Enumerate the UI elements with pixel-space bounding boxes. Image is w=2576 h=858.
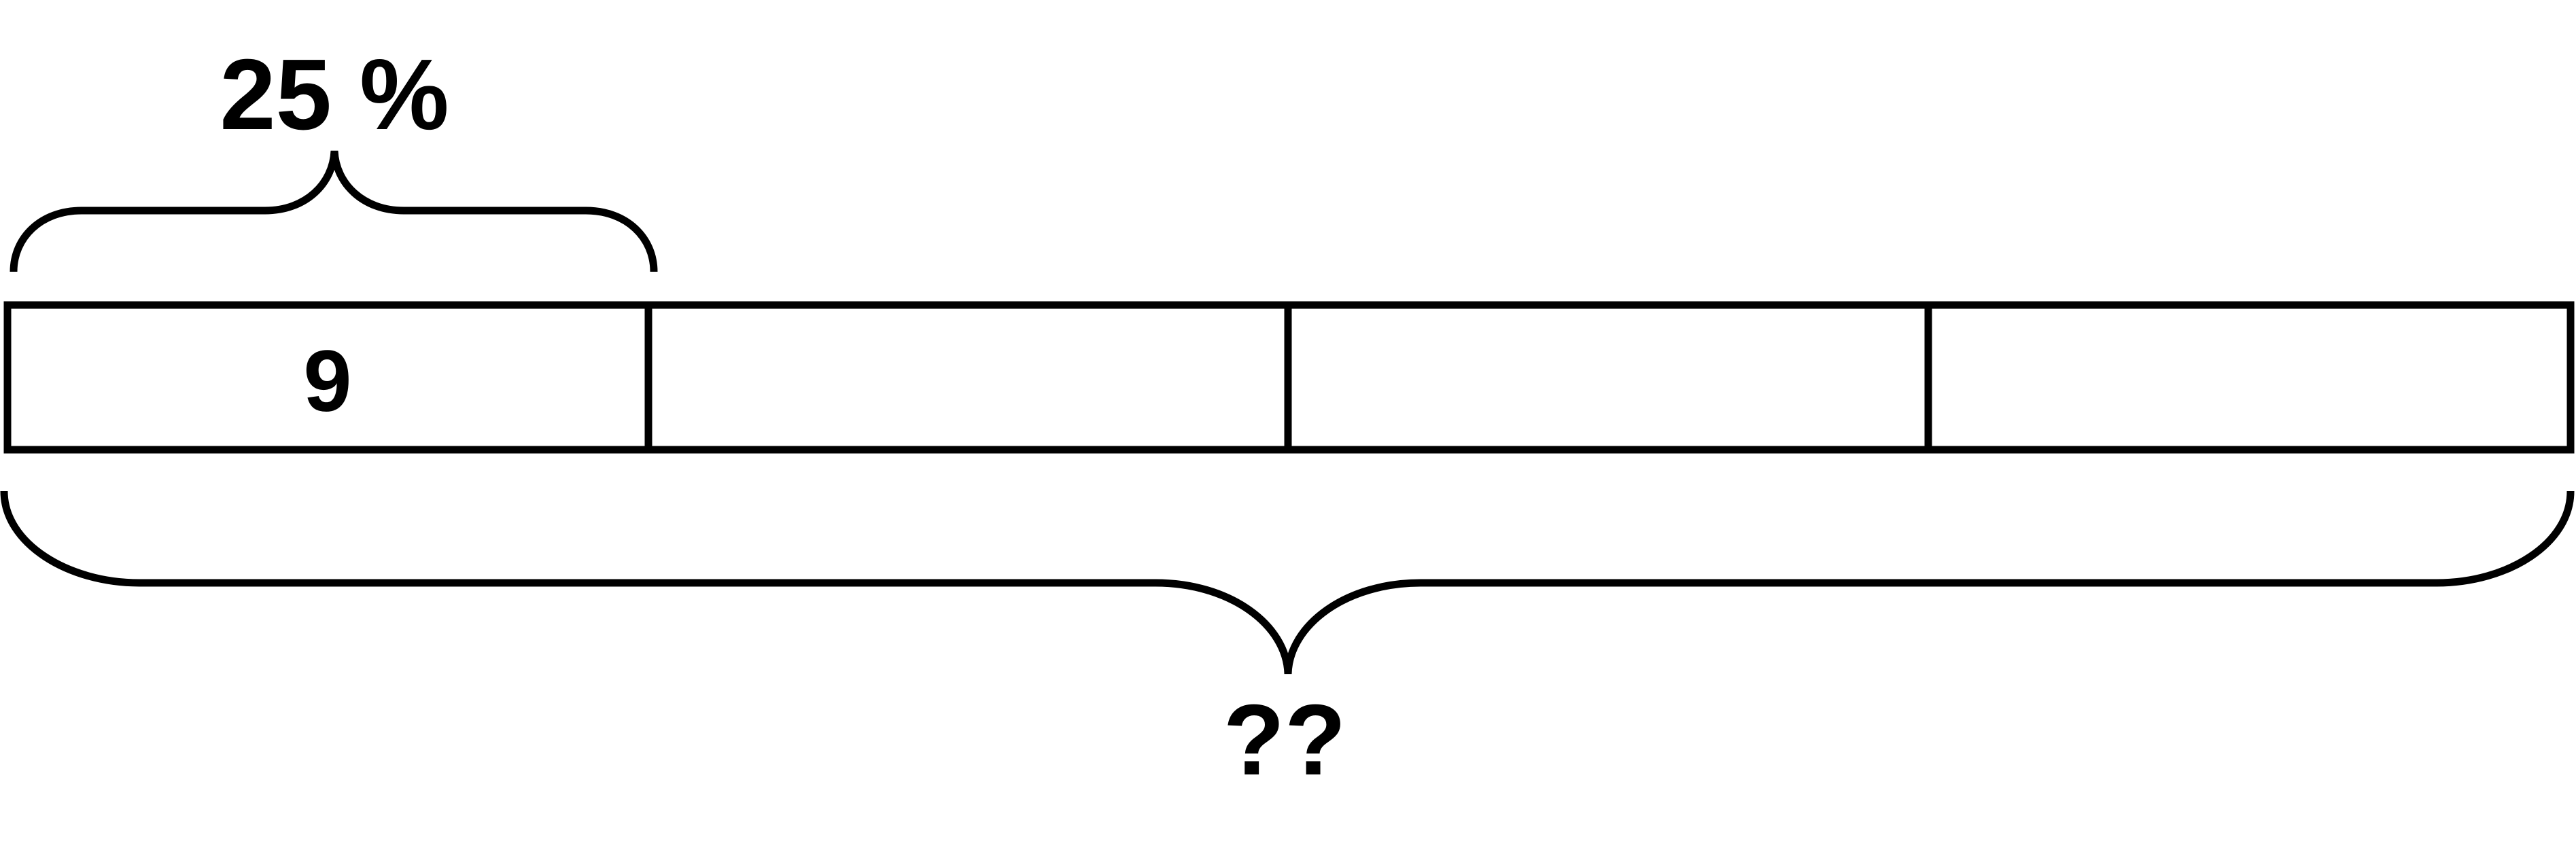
top-brace xyxy=(10,150,658,272)
percent-label: 25 % xyxy=(220,39,449,151)
segment-1-value: 9 xyxy=(303,333,351,430)
bottom-brace xyxy=(0,490,2575,675)
total-unknown-label: ?? xyxy=(1223,684,1346,796)
